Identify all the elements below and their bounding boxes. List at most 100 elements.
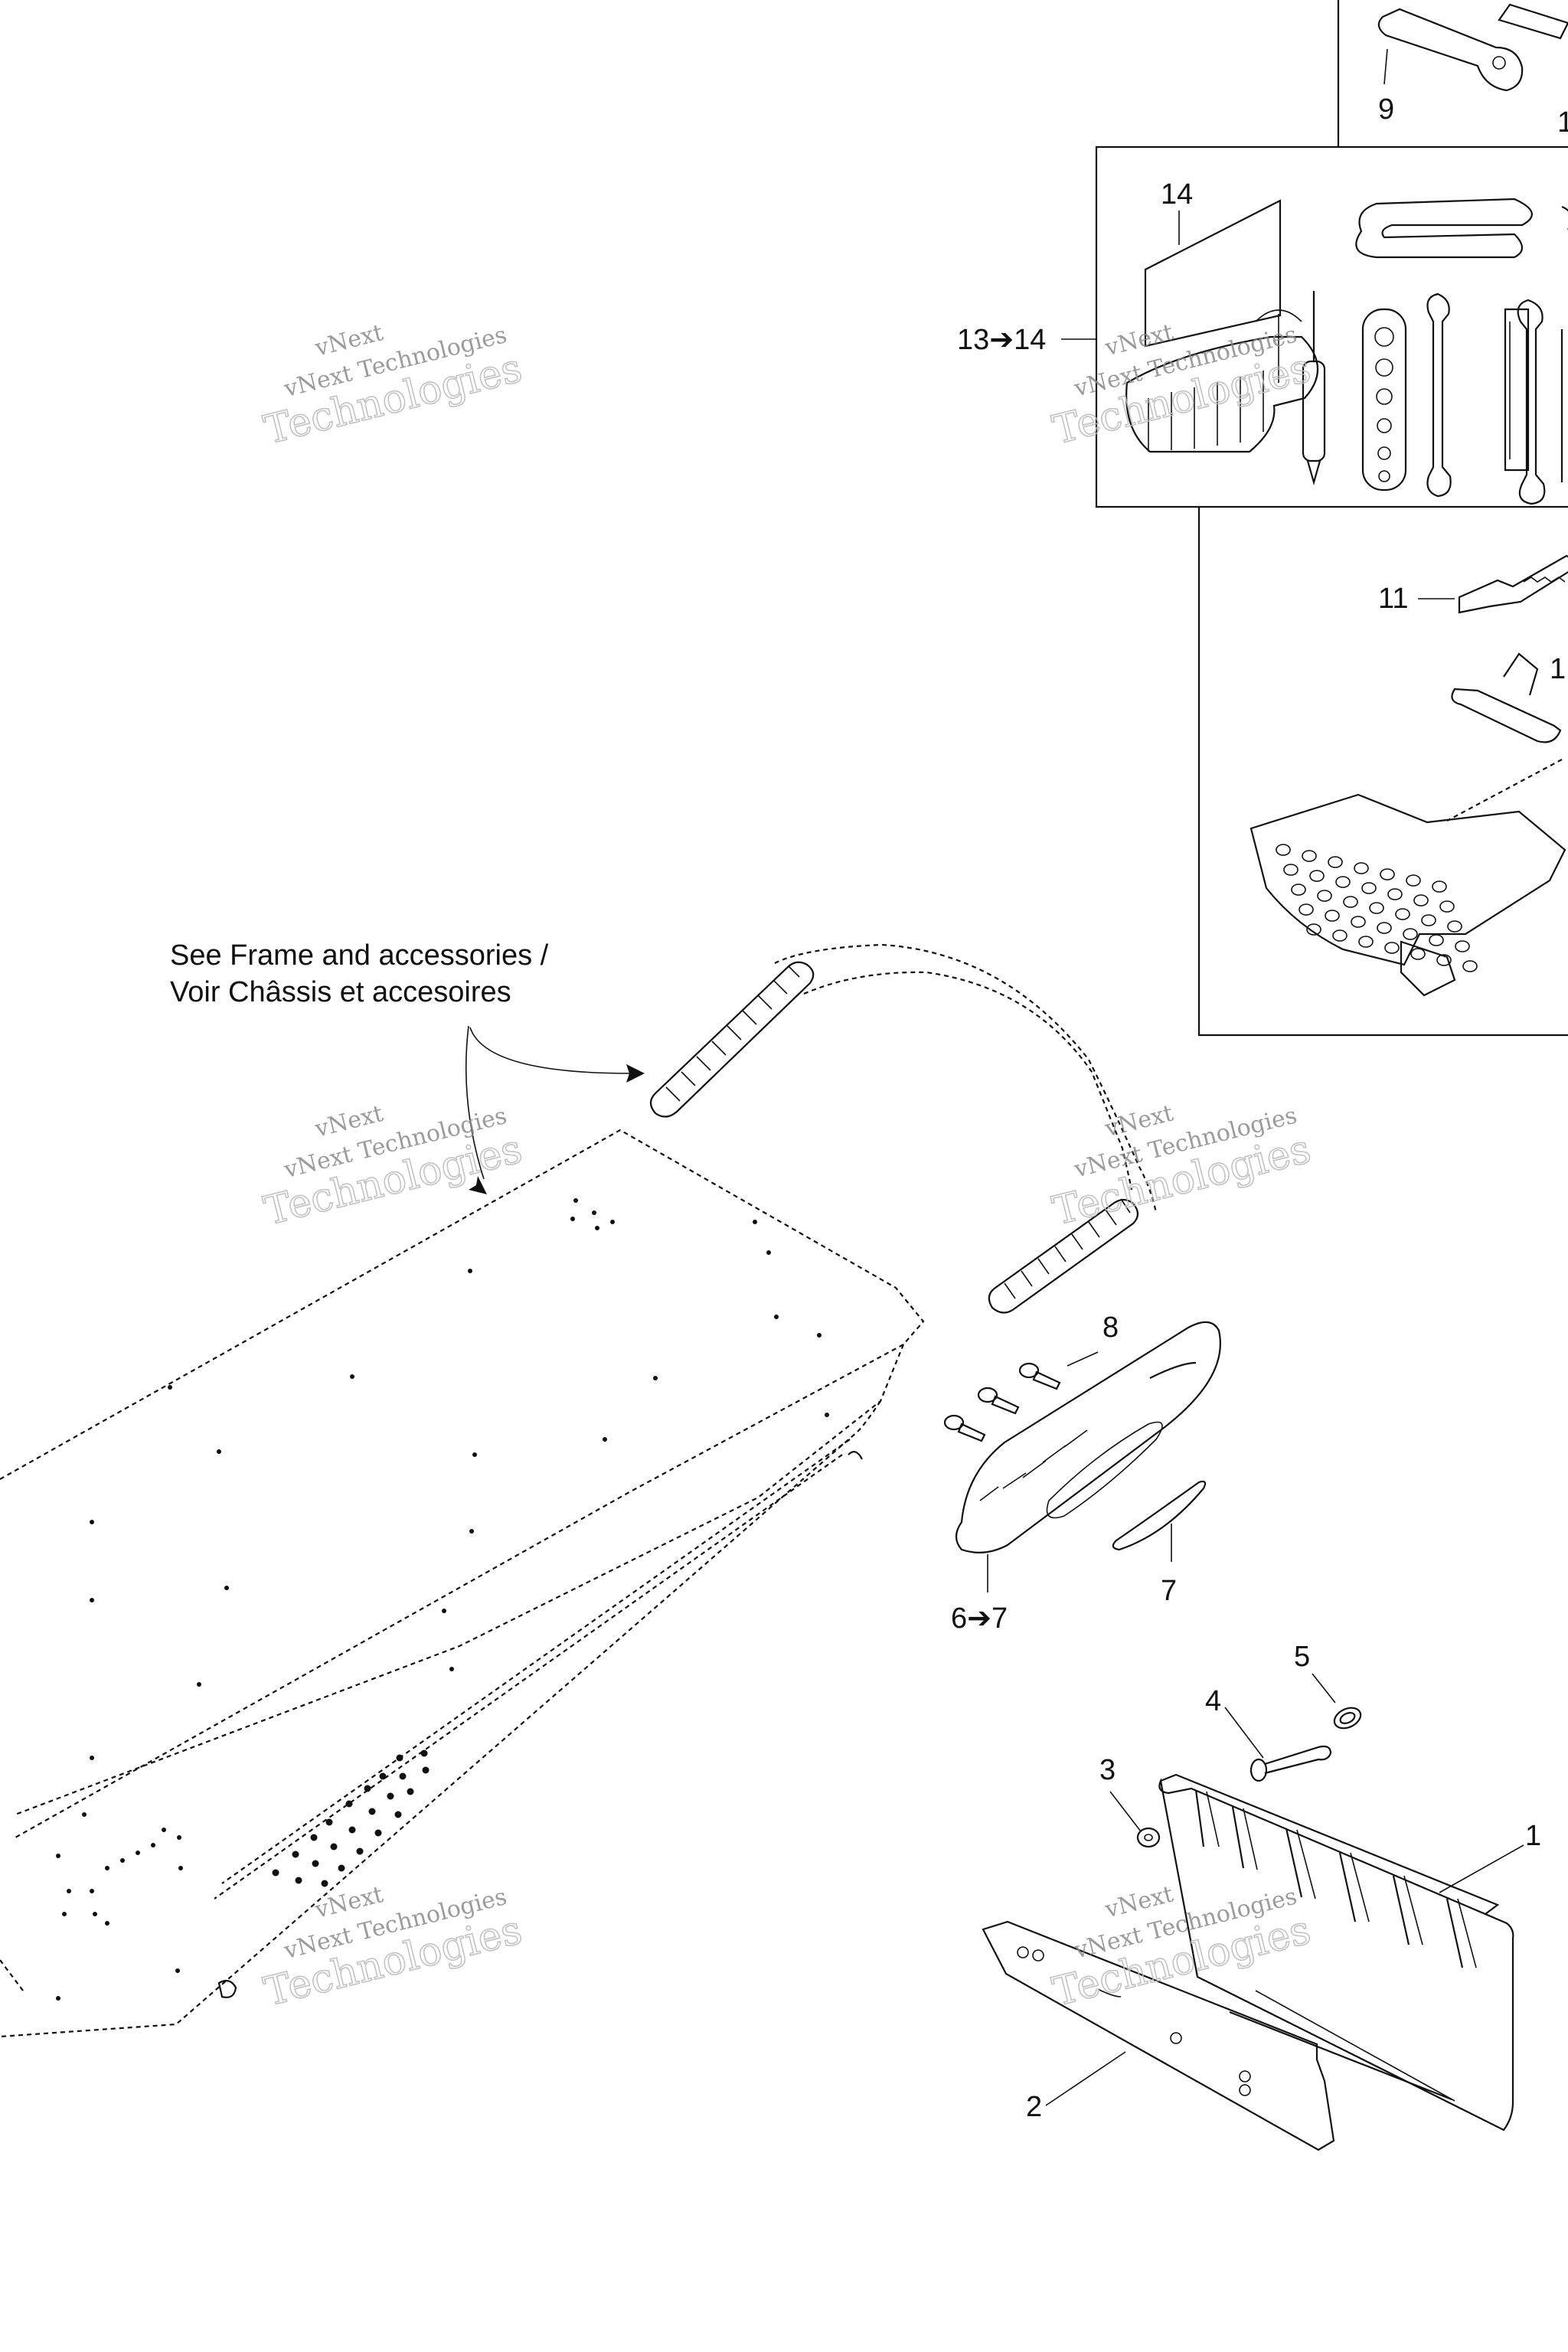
grille-hole xyxy=(1343,896,1358,908)
tunnel-hole xyxy=(592,1210,596,1215)
grip-right xyxy=(988,1198,1139,1314)
rear-tunnel xyxy=(0,1129,925,2038)
tunnel-hole xyxy=(407,1788,414,1795)
tunnel-hole xyxy=(67,1889,71,1893)
tunnel-hole xyxy=(136,1851,140,1855)
tunnel-hole xyxy=(348,1826,356,1834)
callout-11: 11 xyxy=(1378,583,1408,615)
tunnel-hole xyxy=(292,1851,299,1858)
grille-hole xyxy=(1276,844,1291,856)
grille-hole xyxy=(1447,920,1462,933)
screws-part-8 xyxy=(943,1362,1061,1442)
tunnel-hole xyxy=(653,1376,658,1380)
screw xyxy=(977,1387,1020,1415)
grille-hole xyxy=(1387,888,1403,900)
tunnel-hole xyxy=(105,1921,109,1926)
part-11 xyxy=(1458,554,1568,614)
tunnel-hole xyxy=(469,1529,474,1534)
grille-hole xyxy=(1351,916,1366,928)
flap-plate-part-2 xyxy=(982,1920,1335,2151)
grille-hole xyxy=(1328,856,1343,868)
screwdriver xyxy=(1302,291,1326,486)
callout-14: 14 xyxy=(1161,178,1193,211)
tunnel-hole xyxy=(325,1818,333,1826)
grille-hole xyxy=(1302,850,1317,862)
tunnel-hole xyxy=(356,1847,364,1855)
decal-part-7 xyxy=(1112,1480,1207,1551)
tunnel-hole xyxy=(295,1877,302,1884)
tunnel-hole xyxy=(350,1374,354,1379)
tunnel-hole xyxy=(90,1598,94,1602)
screw xyxy=(1018,1362,1061,1390)
tool-kit-inset xyxy=(1095,0,1568,1037)
handle-cover-part-6 xyxy=(955,1321,1221,1553)
tunnel-hole xyxy=(178,1866,183,1870)
tunnel-hole xyxy=(399,1772,407,1780)
watermark-1: vNext vNext Technologies Technologies xyxy=(259,319,527,454)
rivet-part-4 xyxy=(1250,1745,1332,1782)
tunnel-hole xyxy=(387,1792,394,1800)
tunnel-hole xyxy=(272,1869,279,1877)
tunnel-hole xyxy=(449,1667,454,1671)
tunnel-hole xyxy=(442,1609,446,1613)
tunnel-hole xyxy=(90,1889,94,1893)
callout-1: 1 xyxy=(1525,1820,1541,1852)
callout-5: 5 xyxy=(1294,1641,1310,1673)
tunnel-hole xyxy=(570,1217,575,1221)
tunnel-hole xyxy=(396,1754,403,1762)
tunnel-hole xyxy=(177,1835,181,1840)
tunnel-hole xyxy=(56,1996,60,2001)
note-line-1: See Frame and accessories / xyxy=(170,939,549,972)
tunnel-hole xyxy=(82,1812,87,1817)
grille-hole xyxy=(1369,902,1384,914)
tunnel-hole xyxy=(312,1860,319,1867)
hand-guard-grille xyxy=(1250,793,1566,997)
grille-hole xyxy=(1291,884,1306,896)
tunnel-hole xyxy=(321,1880,328,1887)
tunnel-hole xyxy=(224,1586,229,1590)
tunnel-hole xyxy=(573,1198,578,1203)
tunnel-hole xyxy=(753,1220,757,1224)
note-line-2: Voir Châssis et accesoires xyxy=(170,976,511,1008)
grille-hole xyxy=(1455,940,1470,952)
grille-hole xyxy=(1309,870,1325,882)
tunnel-hole xyxy=(394,1811,402,1818)
callout-6-7: 6➔7 xyxy=(951,1602,1008,1635)
callout-4: 4 xyxy=(1205,1685,1221,1717)
tunnel-hole xyxy=(105,1866,109,1870)
tunnel-hole xyxy=(56,1854,60,1858)
tunnel-hole xyxy=(175,1968,180,1973)
grille-hole xyxy=(1317,890,1332,902)
screw xyxy=(943,1414,986,1442)
note-arrow-to-frame xyxy=(465,1025,485,1180)
tunnel-hole xyxy=(310,1834,318,1841)
tunnel-hole xyxy=(420,1749,428,1757)
tunnel-hole xyxy=(610,1220,615,1224)
grille-hole xyxy=(1432,880,1447,893)
tunnel-hole xyxy=(120,1858,125,1863)
watermark-2: vNext vNext Technologies Technologies xyxy=(1047,318,1315,454)
washer-part-3 xyxy=(1136,1827,1161,1848)
grille-hole xyxy=(1332,929,1348,942)
tunnel-hole xyxy=(368,1808,376,1815)
hex-wrench xyxy=(1361,308,1407,492)
callout-12: 1 xyxy=(1550,653,1566,685)
tunnel-hole xyxy=(364,1785,371,1792)
tunnel-hole xyxy=(379,1772,387,1780)
tunnel-hole xyxy=(345,1800,353,1808)
tunnel-hole xyxy=(330,1843,338,1851)
grille-hole xyxy=(1283,864,1298,876)
tunnel-hole xyxy=(217,1449,221,1454)
tunnel-hole xyxy=(472,1452,477,1457)
grab-handle-tube xyxy=(649,943,1158,1314)
callout-10: 1 xyxy=(1557,106,1568,139)
note-arrow-to-grip xyxy=(469,1027,632,1074)
grille-hole xyxy=(1406,874,1421,887)
tunnel-hole xyxy=(603,1437,607,1442)
tunnel-hole xyxy=(595,1226,599,1230)
grille-hole xyxy=(1395,908,1410,920)
grille-hole xyxy=(1306,923,1321,936)
callout-13-14: 13➔14 xyxy=(957,324,1046,356)
grille-hole xyxy=(1377,922,1392,934)
